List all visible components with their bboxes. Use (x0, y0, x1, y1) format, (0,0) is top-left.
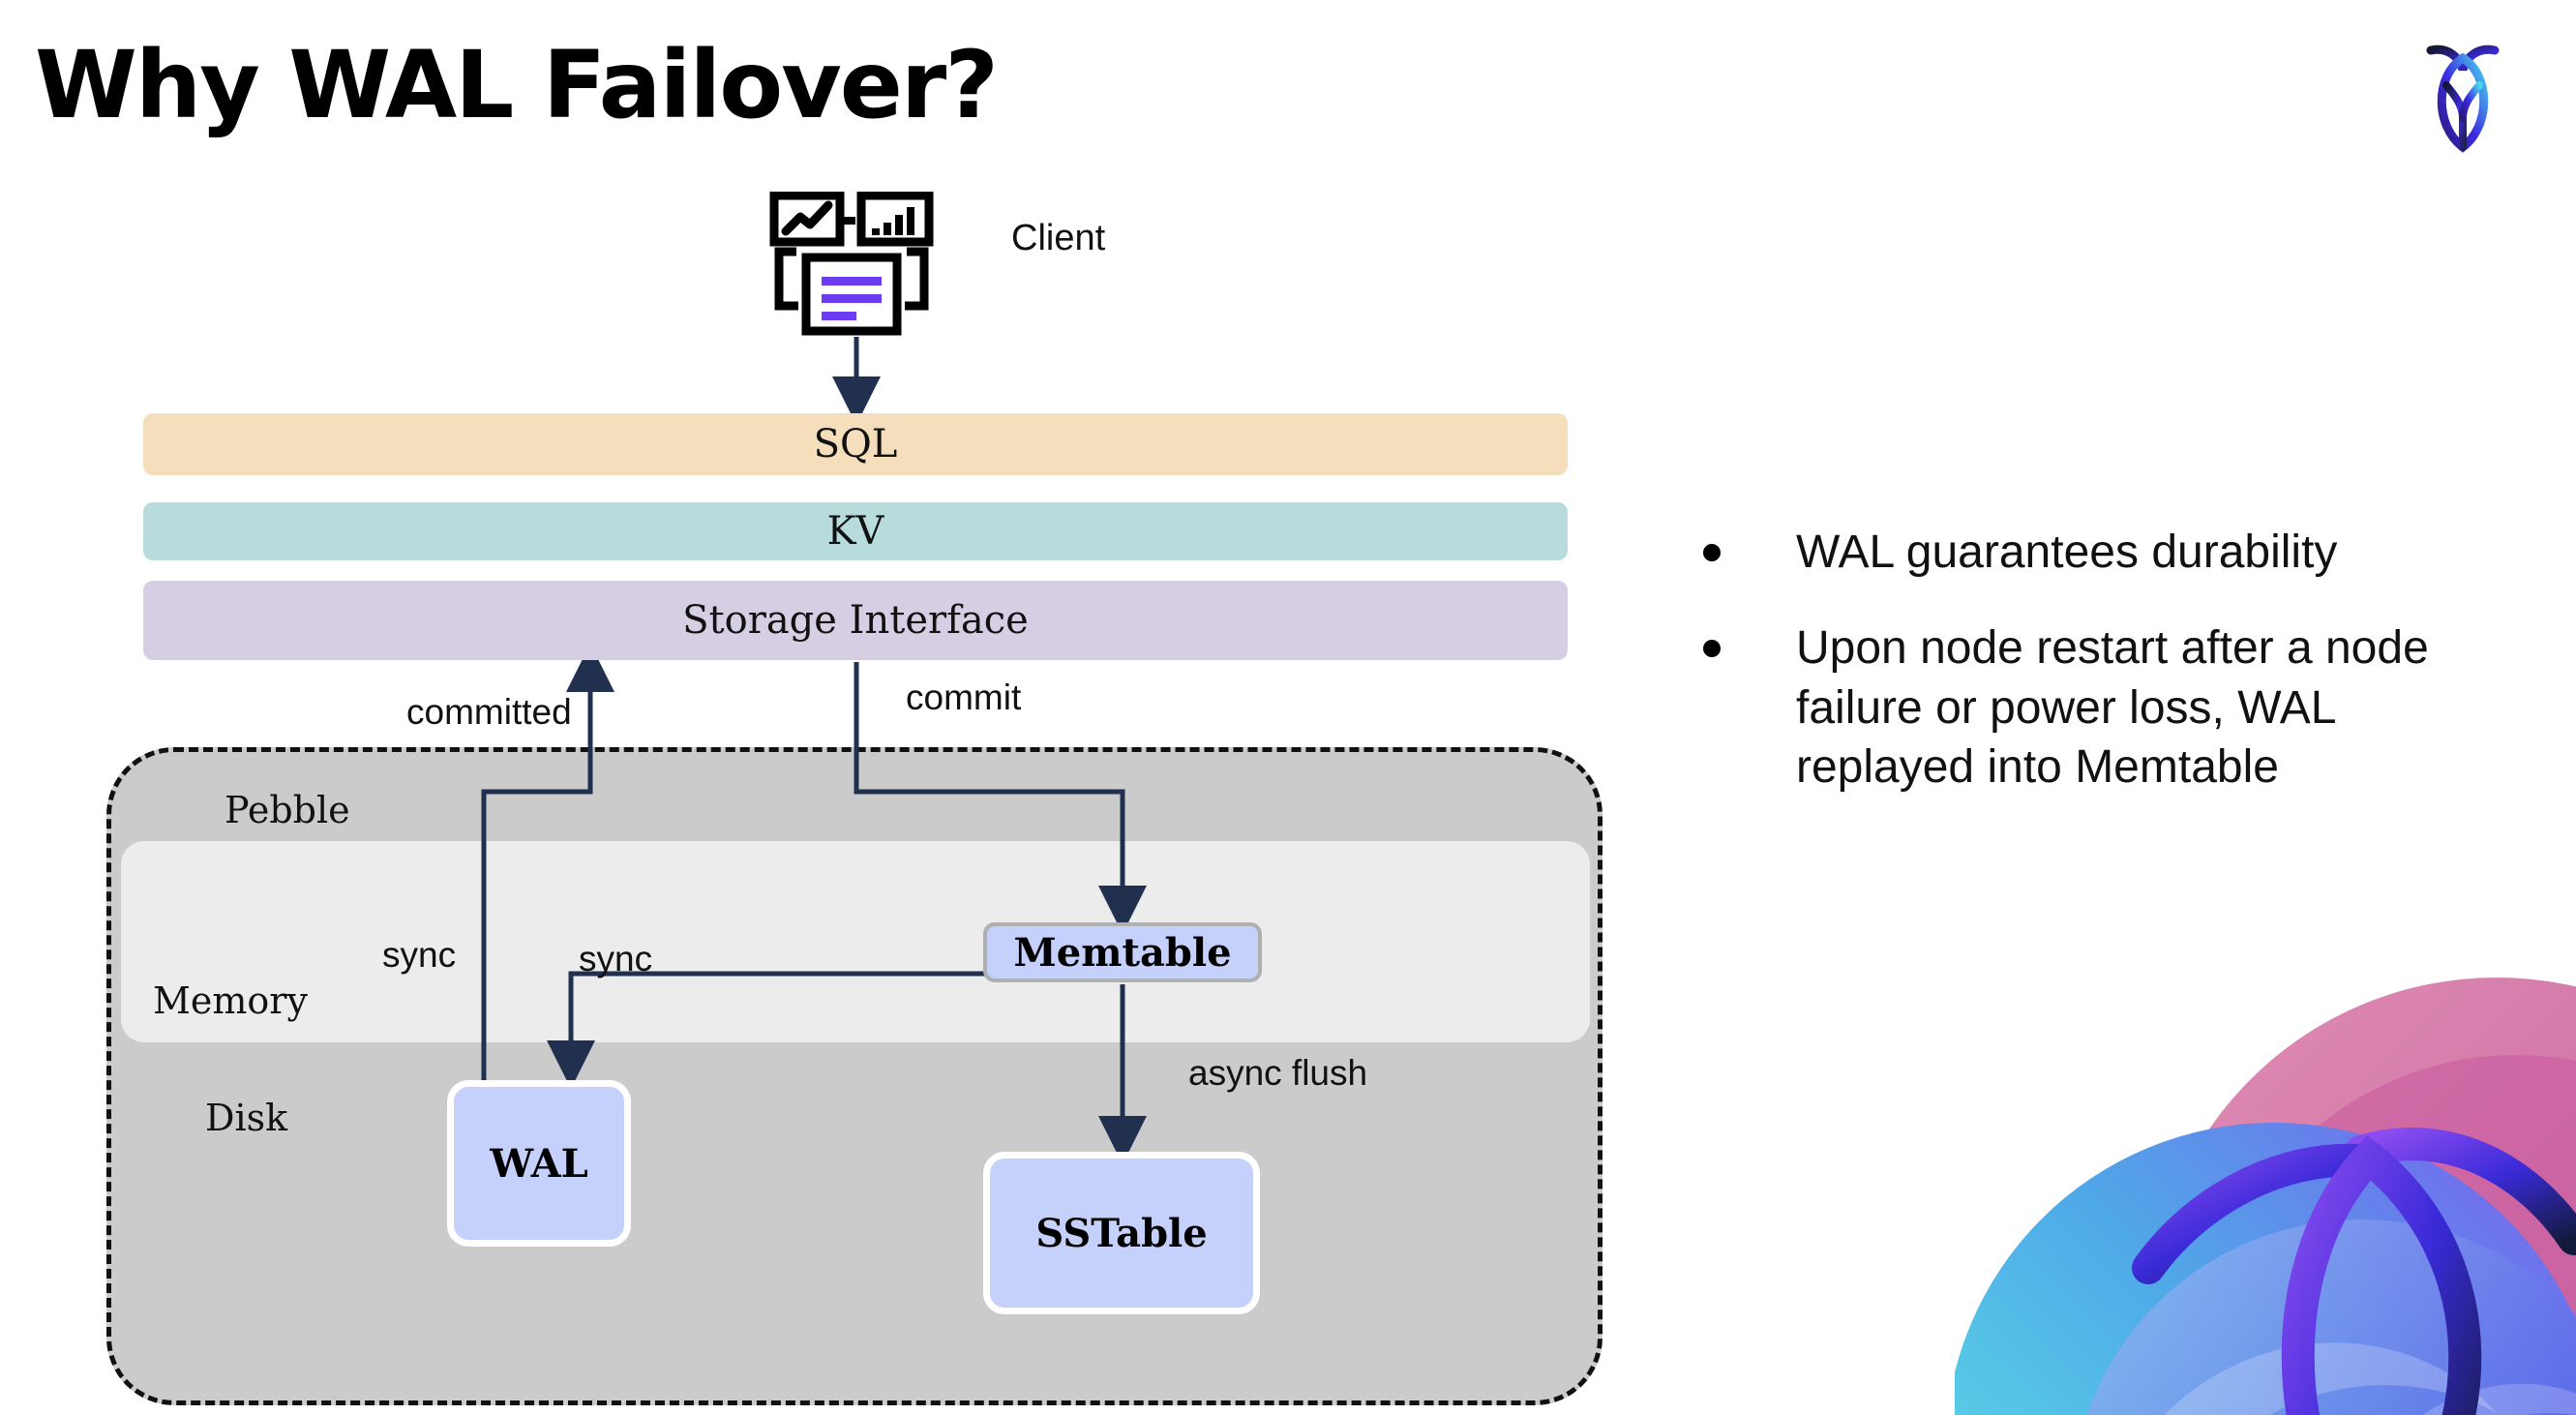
node-memtable: Memtable (983, 922, 1262, 982)
bullet-text: Upon node restart after a node failure o… (1796, 622, 2429, 794)
layer-bar-kv: KV (143, 502, 1568, 560)
disk-label: Disk (205, 1097, 288, 1139)
edge-label-sync-right: sync (579, 939, 653, 978)
layer-bar-sql: SQL (143, 413, 1568, 475)
bullet-list: WAL guarantees durability Upon node rest… (1703, 523, 2506, 834)
node-wal: WAL (447, 1080, 631, 1247)
list-item: Upon node restart after a node failure o… (1703, 618, 2506, 797)
bullet-dot-icon (1703, 640, 1721, 658)
memory-label: Memory (153, 979, 308, 1022)
list-item: WAL guarantees durability (1703, 523, 2506, 582)
cockroachdb-logo-icon (2410, 25, 2516, 161)
memory-zone (121, 841, 1590, 1042)
page-title: Why WAL Failover? (35, 31, 999, 139)
pebble-label: Pebble (225, 789, 350, 831)
edge-label-committed: committed (406, 692, 572, 732)
bullet-text: WAL guarantees durability (1796, 527, 2338, 578)
edge-label-commit: commit (906, 677, 1022, 717)
client-dashboard-icon (769, 191, 934, 337)
edge-label-sync-left: sync (382, 935, 457, 975)
node-sstable: SSTable (983, 1152, 1260, 1314)
bullet-dot-icon (1703, 544, 1721, 561)
edge-label-async-flush: async flush (1188, 1053, 1368, 1093)
client-label: Client (1011, 218, 1106, 258)
layer-bar-storage: Storage Interface (143, 581, 1568, 660)
